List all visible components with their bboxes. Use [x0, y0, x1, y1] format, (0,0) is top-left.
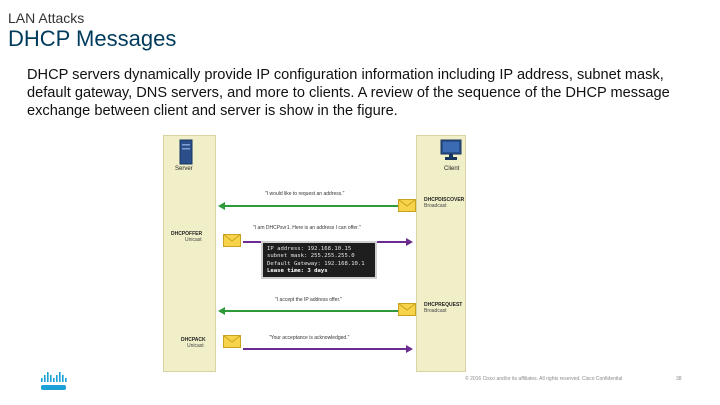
ack-name: DHCPACK	[181, 337, 206, 343]
ack-arrow-head	[406, 345, 413, 353]
offer-arrow-head	[406, 238, 413, 246]
request-name: DHCPREQUEST	[424, 302, 463, 308]
footer-copyright: © 2016 Cisco and/or its affiliates. All …	[465, 376, 623, 382]
request-arrow	[224, 310, 399, 312]
cisco-logo	[41, 372, 67, 390]
config-lease: Lease time: 3 days	[267, 268, 328, 275]
server-column	[163, 135, 216, 372]
ip-config-box: IP address: 192.168.10.15 subnet mask: 2…	[261, 241, 377, 279]
envelope-icon	[398, 199, 416, 212]
envelope-icon	[223, 234, 241, 247]
server-label: Server	[175, 166, 193, 172]
body-paragraph: DHCP servers dynamically provide IP conf…	[27, 67, 670, 119]
client-label: Client	[444, 166, 460, 172]
config-gateway: Default Gateway: 192.168.10.1	[267, 260, 365, 267]
offer-message-text: "I am DHCPsvr1. Here is an address I can…	[253, 225, 361, 231]
request-message-text: "I accept the IP address offer."	[275, 297, 343, 303]
envelope-icon	[223, 335, 241, 348]
slide-title: DHCP Messages	[8, 26, 177, 51]
ack-mode: Unicast	[187, 343, 204, 349]
ack-label: DHCPACK Unicast	[181, 337, 206, 349]
config-mask: subnet mask: 255.255.255.0	[267, 253, 355, 260]
offer-mode: Unicast	[185, 237, 202, 243]
page-number: 38	[676, 376, 682, 382]
discover-arrow	[224, 205, 399, 207]
request-mode: Broadcast	[424, 308, 447, 314]
ack-arrow	[243, 348, 407, 350]
envelope-icon	[398, 303, 416, 316]
server-icon	[179, 139, 193, 165]
dhcp-diagram: Server Client "I would like to request a…	[163, 135, 466, 372]
offer-label: DHCPOFFER Unicast	[171, 231, 202, 243]
request-label: DHCPREQUEST Broadcast	[424, 302, 462, 314]
discover-message-text: "I would like to request an address."	[265, 191, 345, 197]
slide-kicker: LAN Attacks	[8, 10, 85, 26]
discover-arrow-head	[218, 202, 225, 210]
config-ip: IP address: 192.168.10.15	[267, 246, 352, 252]
discover-label: DHCPDISCOVER Broadcast	[424, 197, 464, 209]
client-pc-icon	[440, 139, 462, 160]
client-column	[416, 135, 466, 372]
offer-name: DHCPOFFER	[171, 231, 203, 237]
discover-mode: Broadcast	[424, 203, 447, 209]
ack-message-text: "Your acceptance is acknowledged."	[269, 335, 350, 341]
request-arrow-head	[218, 307, 225, 315]
discover-name: DHCPDISCOVER	[424, 197, 465, 203]
